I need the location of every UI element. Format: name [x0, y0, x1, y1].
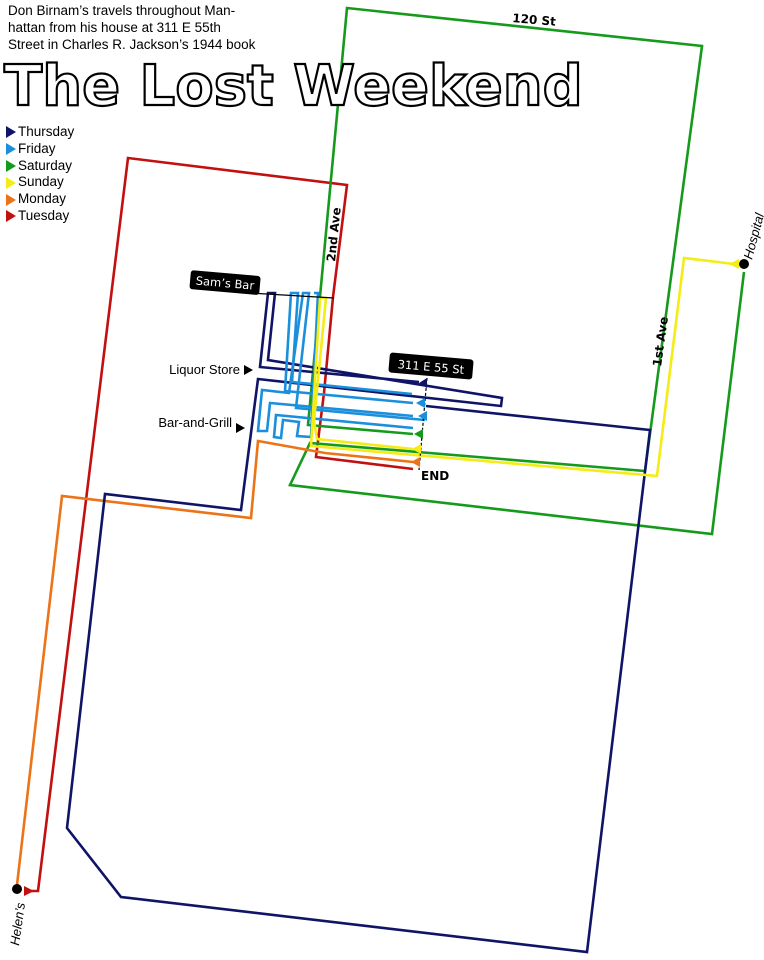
legend-label: Sunday — [18, 174, 64, 190]
arrow-hospital — [729, 259, 739, 269]
hospital-label: Hospital — [740, 210, 764, 260]
legend-item-monday: Monday — [6, 191, 74, 208]
legend-triangle-icon — [6, 193, 16, 206]
arrow-friday-1 — [416, 398, 425, 408]
hospital-marker — [739, 259, 749, 269]
route-tuesday — [30, 156, 414, 893]
end-label: END — [421, 469, 449, 483]
arrow-monday — [411, 457, 420, 467]
route-sunday — [309, 256, 735, 478]
legend-label: Saturday — [18, 157, 73, 173]
route-monday-loop — [15, 439, 414, 886]
arrow-thursday — [419, 378, 427, 388]
street-1st-ave-label: 1st Ave — [650, 316, 671, 368]
route-thursday-excursion — [65, 291, 652, 954]
arrow-helens — [24, 886, 34, 896]
legend-triangle-icon — [6, 159, 16, 172]
home-label: 311 E 55 St — [397, 357, 465, 377]
helens-marker — [12, 884, 22, 894]
legend-triangle-icon — [6, 126, 16, 139]
bar-and-grill-label: Bar-and-Grill — [158, 415, 232, 430]
legend-triangle-icon — [6, 143, 16, 156]
route-tuesday-loop — [30, 156, 414, 893]
legend-triangle-icon — [6, 176, 16, 189]
legend-label: Tuesday — [18, 207, 70, 223]
home-arrowheads — [24, 259, 739, 896]
arrow-sunday — [412, 444, 421, 454]
route-friday-loop-2 — [256, 291, 426, 433]
legend-label: Thursday — [18, 124, 75, 139]
route-sunday-loop — [309, 256, 735, 478]
arrow-saturday — [414, 429, 423, 439]
sams-bar-label: Sam’s Bar — [195, 274, 255, 293]
home-tag-bg — [388, 352, 474, 380]
liquor-store-marker — [244, 365, 253, 375]
subtitle: Don Birnam’s travels throughout Man- hat… — [8, 2, 278, 53]
legend: Thursday Friday Saturday Sunday Monday T… — [6, 124, 74, 225]
legend-item-sunday: Sunday — [6, 174, 74, 191]
bar-and-grill-marker — [236, 423, 245, 433]
legend-label: Monday — [18, 191, 67, 207]
legend-item-saturday: Saturday — [6, 158, 74, 175]
helens-label: Helen’s — [7, 901, 28, 946]
route-thursday — [65, 291, 652, 954]
legend-label: Friday — [18, 140, 56, 156]
route-friday-loop-3 — [272, 291, 414, 440]
sams-bar-tag-bg — [189, 270, 261, 295]
home-end-marker — [418, 377, 428, 471]
map-title: The Lost Weekend — [3, 53, 584, 120]
subtitle-line: Street in Charles R. Jackson’s 1944 book — [8, 37, 256, 52]
sams-bar-tag: Sam’s Bar — [189, 270, 261, 295]
street-2nd-ave-label: 2nd Ave — [324, 207, 344, 263]
route-friday — [256, 291, 426, 440]
subtitle-line: Don Birnam’s travels throughout Man- — [8, 3, 236, 18]
legend-item-thursday: Thursday — [6, 124, 74, 141]
subtitle-line: hattan from his house at 311 E 55th — [8, 20, 221, 35]
legend-item-friday: Friday — [6, 141, 74, 158]
home-tag: 311 E 55 St — [388, 352, 474, 380]
liquor-store-label: Liquor Store — [169, 362, 240, 377]
street-120-label: 120 St — [512, 11, 557, 29]
arrow-friday-2 — [418, 411, 427, 421]
legend-item-tuesday: Tuesday — [6, 208, 74, 225]
sams-bar-leader — [249, 292, 335, 299]
route-monday — [15, 439, 414, 886]
route-friday-loop-1 — [283, 291, 414, 405]
legend-triangle-icon — [6, 210, 16, 223]
